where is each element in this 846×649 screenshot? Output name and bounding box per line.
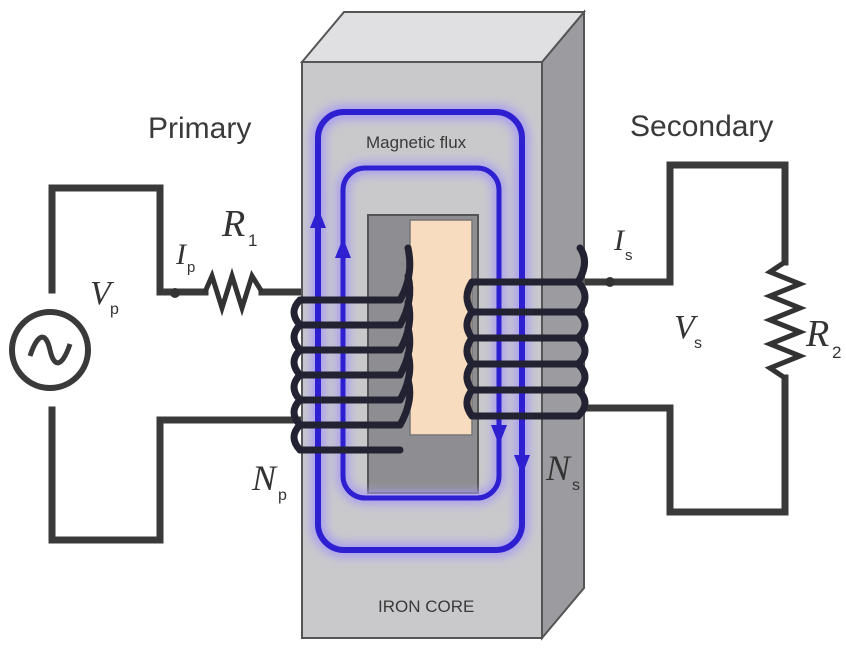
secondary-current-dot [605, 277, 615, 287]
svg-text:R: R [805, 313, 829, 355]
primary-top-wire [48, 184, 164, 296]
inner-flux-loop [340, 165, 502, 501]
svg-text:p: p [187, 259, 195, 276]
magnetic-flux-paths [310, 105, 530, 557]
primary-resistor-icon [202, 267, 265, 317]
svg-text:N: N [545, 448, 572, 488]
svg-text:2: 2 [832, 343, 841, 362]
np-symbol: N p [251, 458, 287, 504]
secondary-winding [463, 244, 589, 420]
svg-text:1: 1 [248, 231, 257, 250]
ip-symbol: I p [175, 238, 195, 276]
magnetic-flux-label: Magnetic flux [366, 133, 467, 152]
core-top-face [299, 11, 587, 63]
primary-label: Primary [148, 112, 251, 145]
svg-text:R: R [221, 203, 245, 245]
ns-symbol: N s [545, 448, 580, 494]
secondary-top-wire [536, 161, 789, 286]
svg-text:p: p [110, 301, 119, 318]
primary-current-dot [170, 288, 180, 298]
iron-core-label: IRON CORE [378, 597, 474, 616]
ac-source-icon [9, 309, 91, 391]
secondary-bottom-wire [579, 374, 789, 516]
svg-text:s: s [625, 247, 633, 264]
svg-text:p: p [278, 487, 287, 504]
flux-arrow-up-outer [310, 208, 326, 228]
svg-text:I: I [613, 224, 626, 257]
secondary-circuit [536, 161, 789, 516]
primary-circuit [48, 184, 306, 544]
core-side-face [541, 9, 585, 641]
svg-text:s: s [572, 477, 580, 494]
svg-text:N: N [251, 458, 278, 498]
r1-symbol: R 1 [221, 203, 257, 250]
outer-flux-loop [315, 109, 525, 553]
secondary-label: Secondary [630, 110, 773, 143]
primary-winding [290, 244, 414, 454]
vs-symbol: V s [674, 309, 702, 352]
load-resistor-icon [763, 259, 807, 381]
r2-symbol: R 2 [805, 313, 841, 362]
flux-arrow-down-outer [514, 455, 530, 475]
svg-text:s: s [694, 335, 702, 352]
primary-bottom-wire [48, 406, 304, 544]
core-center-leg [409, 219, 473, 436]
vp-symbol: V p [90, 275, 119, 318]
flux-arrow-down-inner [491, 425, 507, 445]
svg-text:I: I [175, 238, 188, 271]
flux-arrow-up-inner [335, 238, 351, 258]
is-symbol: I s [613, 224, 633, 264]
